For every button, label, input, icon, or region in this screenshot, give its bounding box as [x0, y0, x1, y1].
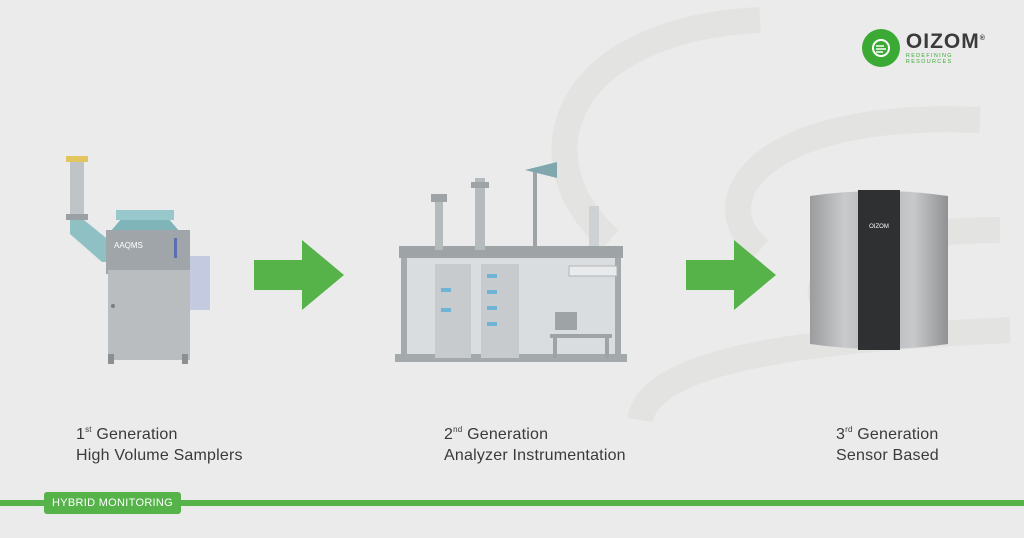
generation-1-label: 1st Generation High Volume Samplers: [76, 419, 243, 466]
generation-2-label: 2nd Generation Analyzer Instrumentation: [444, 419, 626, 466]
generation-3-suffix: rd: [845, 425, 853, 434]
sensor-device-illustration: OIZOM: [810, 190, 948, 350]
generation-1-title: Generation: [96, 426, 178, 443]
generation-3-title: Generation: [857, 426, 939, 443]
oizom-logo[interactable]: OIZOM® REDEFINING RESOURCES: [862, 26, 1002, 70]
hybrid-monitoring-tag: HYBRID MONITORING: [44, 492, 182, 514]
sampler-label: AAQMS: [114, 241, 143, 250]
analyzer-station-illustration: [395, 162, 627, 362]
oizom-logo-icon: [862, 29, 900, 67]
high-volume-sampler-illustration: AAQMS: [66, 156, 210, 364]
generation-2-title: Generation: [467, 426, 549, 443]
generation-3-subtitle: Sensor Based: [836, 447, 939, 464]
generation-1-subtitle: High Volume Samplers: [76, 447, 243, 464]
sensor-brand-label: OIZOM: [869, 224, 889, 230]
generation-2-subtitle: Analyzer Instrumentation: [444, 447, 626, 464]
generation-1-suffix: st: [85, 425, 92, 434]
arrow-right-icon: [686, 240, 776, 310]
arrow-right-icon: [254, 240, 344, 310]
generation-2-ordinal: 2: [444, 426, 454, 443]
generation-1-ordinal: 1: [76, 426, 86, 443]
logo-registered-mark: ®: [979, 35, 986, 42]
generation-3-ordinal: 3: [836, 426, 846, 443]
generation-2-suffix: nd: [453, 425, 463, 434]
footer-divider: [0, 500, 1024, 506]
generation-3-label: 3rd Generation Sensor Based: [836, 419, 939, 466]
logo-tagline: REDEFINING RESOURCES: [905, 53, 953, 65]
logo-name: OIZOM: [905, 30, 980, 53]
